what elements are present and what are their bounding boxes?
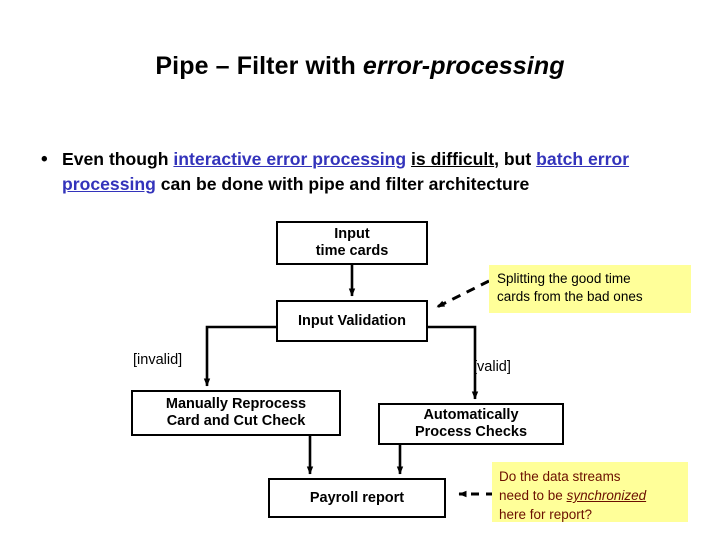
flow-node-line-2: Process Checks [414, 424, 528, 440]
bullet-segment-plain-1: Even though [62, 149, 174, 169]
flow-node-input-time-cards-text: Input time cards [316, 226, 389, 260]
page-title-prefix: Pipe – Filter with [155, 52, 363, 80]
link-batch-error-processing[interactable]: batch error processing [62, 149, 630, 194]
callout-sync-emphasis: synchronized [566, 488, 647, 503]
flow-node-input-validation-text: Input Validation [298, 313, 406, 330]
flow-node-payroll-report[interactable]: Payroll report [268, 478, 446, 518]
flow-node-automatically-process-checks[interactable]: Automatically Process Checks [378, 403, 564, 445]
flow-node-line-1: Automatically [423, 407, 519, 423]
bullet-segment-plain-3: can be done with pipe and filter archite… [155, 174, 530, 194]
flow-node-manually-reprocess[interactable]: Manually Reprocess Card and Cut Check [131, 390, 341, 436]
callout-sync-line-3: here for report? [499, 507, 593, 522]
flow-node-input-time-cards[interactable]: Input time cards [276, 221, 428, 265]
callout-sync-note: Do the data streams need to be synchroni… [492, 462, 688, 522]
flow-node-line-2: time cards [315, 243, 389, 259]
flow-node-line-2: Card and Cut Check [166, 413, 306, 429]
flow-node-input-validation[interactable]: Input Validation [276, 300, 428, 342]
flow-node-line-1: Manually Reprocess [165, 396, 307, 412]
flow-node-line-1: Payroll report [309, 489, 405, 506]
bullet-row: • Even though interactive error processi… [36, 147, 691, 197]
bullet-segment-plain-2: , but [494, 149, 537, 169]
edge-label-invalid: [invalid] [133, 352, 183, 368]
connector-validation-to-auto [428, 325, 479, 400]
page-title: Pipe – Filter with error-processing [0, 52, 720, 81]
callout-splitting-line-2: cards from the bad ones [497, 289, 643, 304]
flow-node-automatically-process-checks-text: Automatically Process Checks [415, 407, 527, 441]
connector-validation-to-manual [203, 325, 276, 387]
flow-node-payroll-report-text: Payroll report [310, 490, 404, 507]
flow-node-line-1: Input [334, 226, 370, 242]
callout-splitting-line-1: Splitting the good time [497, 271, 631, 286]
link-interactive-error-processing[interactable]: interactive error processing [173, 149, 407, 169]
connector-callout-splitting [436, 279, 490, 309]
callout-splitting-note: Splitting the good time cards from the b… [489, 265, 691, 313]
flow-node-manually-reprocess-text: Manually Reprocess Card and Cut Check [166, 396, 306, 430]
page-title-emphasis: error-processing [362, 52, 565, 80]
bullet-marker: • [41, 149, 48, 170]
bullet-block: • Even though interactive error processi… [36, 147, 691, 197]
flow-node-line-1: Input Validation [298, 312, 406, 329]
bullet-segment-underlined-is-difficult: is difficult [411, 149, 495, 169]
callout-sync-line-2-pre: need to be [499, 488, 567, 503]
callout-sync-line-1: Do the data streams [499, 469, 621, 484]
bullet-text: Even though interactive error processing… [62, 147, 691, 197]
edge-label-valid: [valid] [473, 359, 511, 375]
